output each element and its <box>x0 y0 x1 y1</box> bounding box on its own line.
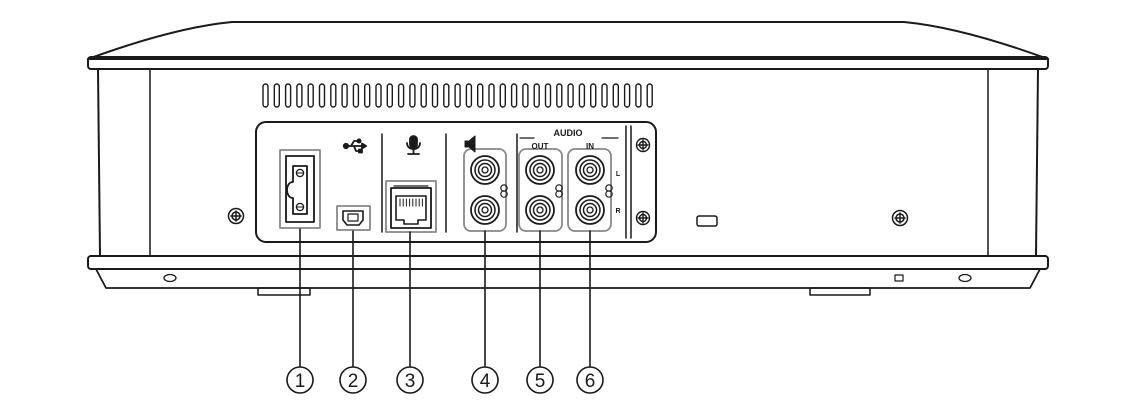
callout-number: 2 <box>348 371 359 392</box>
base-screw-right <box>958 273 972 283</box>
vent-slot <box>364 83 371 108</box>
base-screw-left <box>163 273 177 283</box>
vent-slot <box>273 83 280 108</box>
out-label: OUT <box>532 142 549 151</box>
callout-3: 3 <box>396 366 424 394</box>
vent-slot <box>567 83 574 108</box>
rca-jack <box>575 155 605 185</box>
rca-jack <box>575 195 605 225</box>
body-screw-left <box>227 207 245 225</box>
speaker-out-jacks <box>463 148 507 232</box>
base-tab <box>894 274 904 282</box>
vent-slot <box>454 83 461 108</box>
vent-slot <box>352 83 360 108</box>
callout-2: 2 <box>339 366 367 394</box>
vent-slot <box>522 83 529 108</box>
callout-5: 5 <box>526 366 554 394</box>
left-channel-label: L <box>616 171 621 178</box>
port-highlight <box>518 148 563 232</box>
stereo-pair-indicator <box>605 184 613 198</box>
lower-lip <box>87 255 1049 270</box>
right-channel-label: R <box>615 208 620 215</box>
vent-slot <box>499 83 506 108</box>
vent-slot <box>397 83 405 108</box>
vent-slot <box>431 83 439 108</box>
vent-slot <box>296 83 303 108</box>
callout-number: 6 <box>585 371 596 392</box>
callout-number: 5 <box>535 371 546 392</box>
audio-out-jacks <box>518 148 563 232</box>
usb-icon <box>342 138 367 154</box>
vent-slot <box>477 83 484 108</box>
vent-slot <box>590 83 597 108</box>
foot-right <box>809 287 871 296</box>
audio-in-jacks <box>567 148 612 232</box>
port-highlight <box>385 180 437 233</box>
usb-port <box>336 205 371 231</box>
body-screw-right <box>891 209 909 227</box>
callout-number: 3 <box>405 371 416 392</box>
vent-slot <box>612 83 619 108</box>
vent-slot <box>646 83 653 108</box>
connector-panel-frame <box>255 121 657 243</box>
callout-6: 6 <box>576 366 604 394</box>
vent-slot <box>578 83 586 108</box>
callout-number: 4 <box>480 371 491 392</box>
vent-slot <box>420 83 427 108</box>
stereo-pair-indicator <box>500 184 508 198</box>
panel-screw-bottom <box>635 210 651 226</box>
device-body <box>87 21 1049 296</box>
rca-jack <box>525 155 555 185</box>
rca-jack <box>525 195 555 225</box>
vent-slot <box>375 83 382 108</box>
port-highlight <box>279 149 321 229</box>
callout-1: 1 <box>286 366 314 394</box>
vent-slot <box>533 83 540 108</box>
speaker-icon <box>464 135 476 153</box>
vent-slot <box>307 83 314 108</box>
vent-slot <box>635 83 642 108</box>
port-highlight <box>336 205 371 231</box>
vent-slot <box>330 83 337 108</box>
vent-slot <box>556 83 563 108</box>
ethernet-port <box>385 180 437 233</box>
vent-slot <box>544 83 552 108</box>
in-label: IN <box>586 142 594 151</box>
microphone-icon <box>406 135 421 155</box>
vent-slot <box>443 83 450 108</box>
vent-slot <box>284 83 292 108</box>
vent-slot <box>262 83 269 108</box>
vent-slot <box>318 83 326 108</box>
callout-4: 4 <box>471 366 499 394</box>
leader-lines <box>299 228 591 367</box>
panel-screw-top <box>635 137 651 153</box>
vent-slot <box>488 83 495 108</box>
vent-slot <box>465 83 473 108</box>
port-highlight <box>567 148 612 232</box>
port-highlight <box>463 148 507 232</box>
rca-jack <box>470 195 500 225</box>
vent-slot <box>409 83 416 108</box>
audio-label: AUDIO <box>554 128 583 138</box>
callouts: 1 2 3 4 5 6 <box>286 366 604 394</box>
callout-number: 1 <box>295 371 306 392</box>
vent-slot <box>623 83 631 108</box>
vent-slot <box>341 83 348 108</box>
security-slot <box>696 215 718 227</box>
top-lid <box>87 21 1049 60</box>
connector-panel: AUDIO OUT IN L R <box>255 121 657 243</box>
vent-grille <box>262 83 653 108</box>
foot-left <box>257 287 311 296</box>
vent-slot <box>386 83 393 108</box>
ac-power-inlet <box>279 149 321 229</box>
vent-slot <box>510 83 518 108</box>
rca-jack <box>470 155 500 185</box>
base <box>95 268 1041 289</box>
vent-slot <box>601 83 608 108</box>
stereo-pair-indicator <box>555 184 563 198</box>
